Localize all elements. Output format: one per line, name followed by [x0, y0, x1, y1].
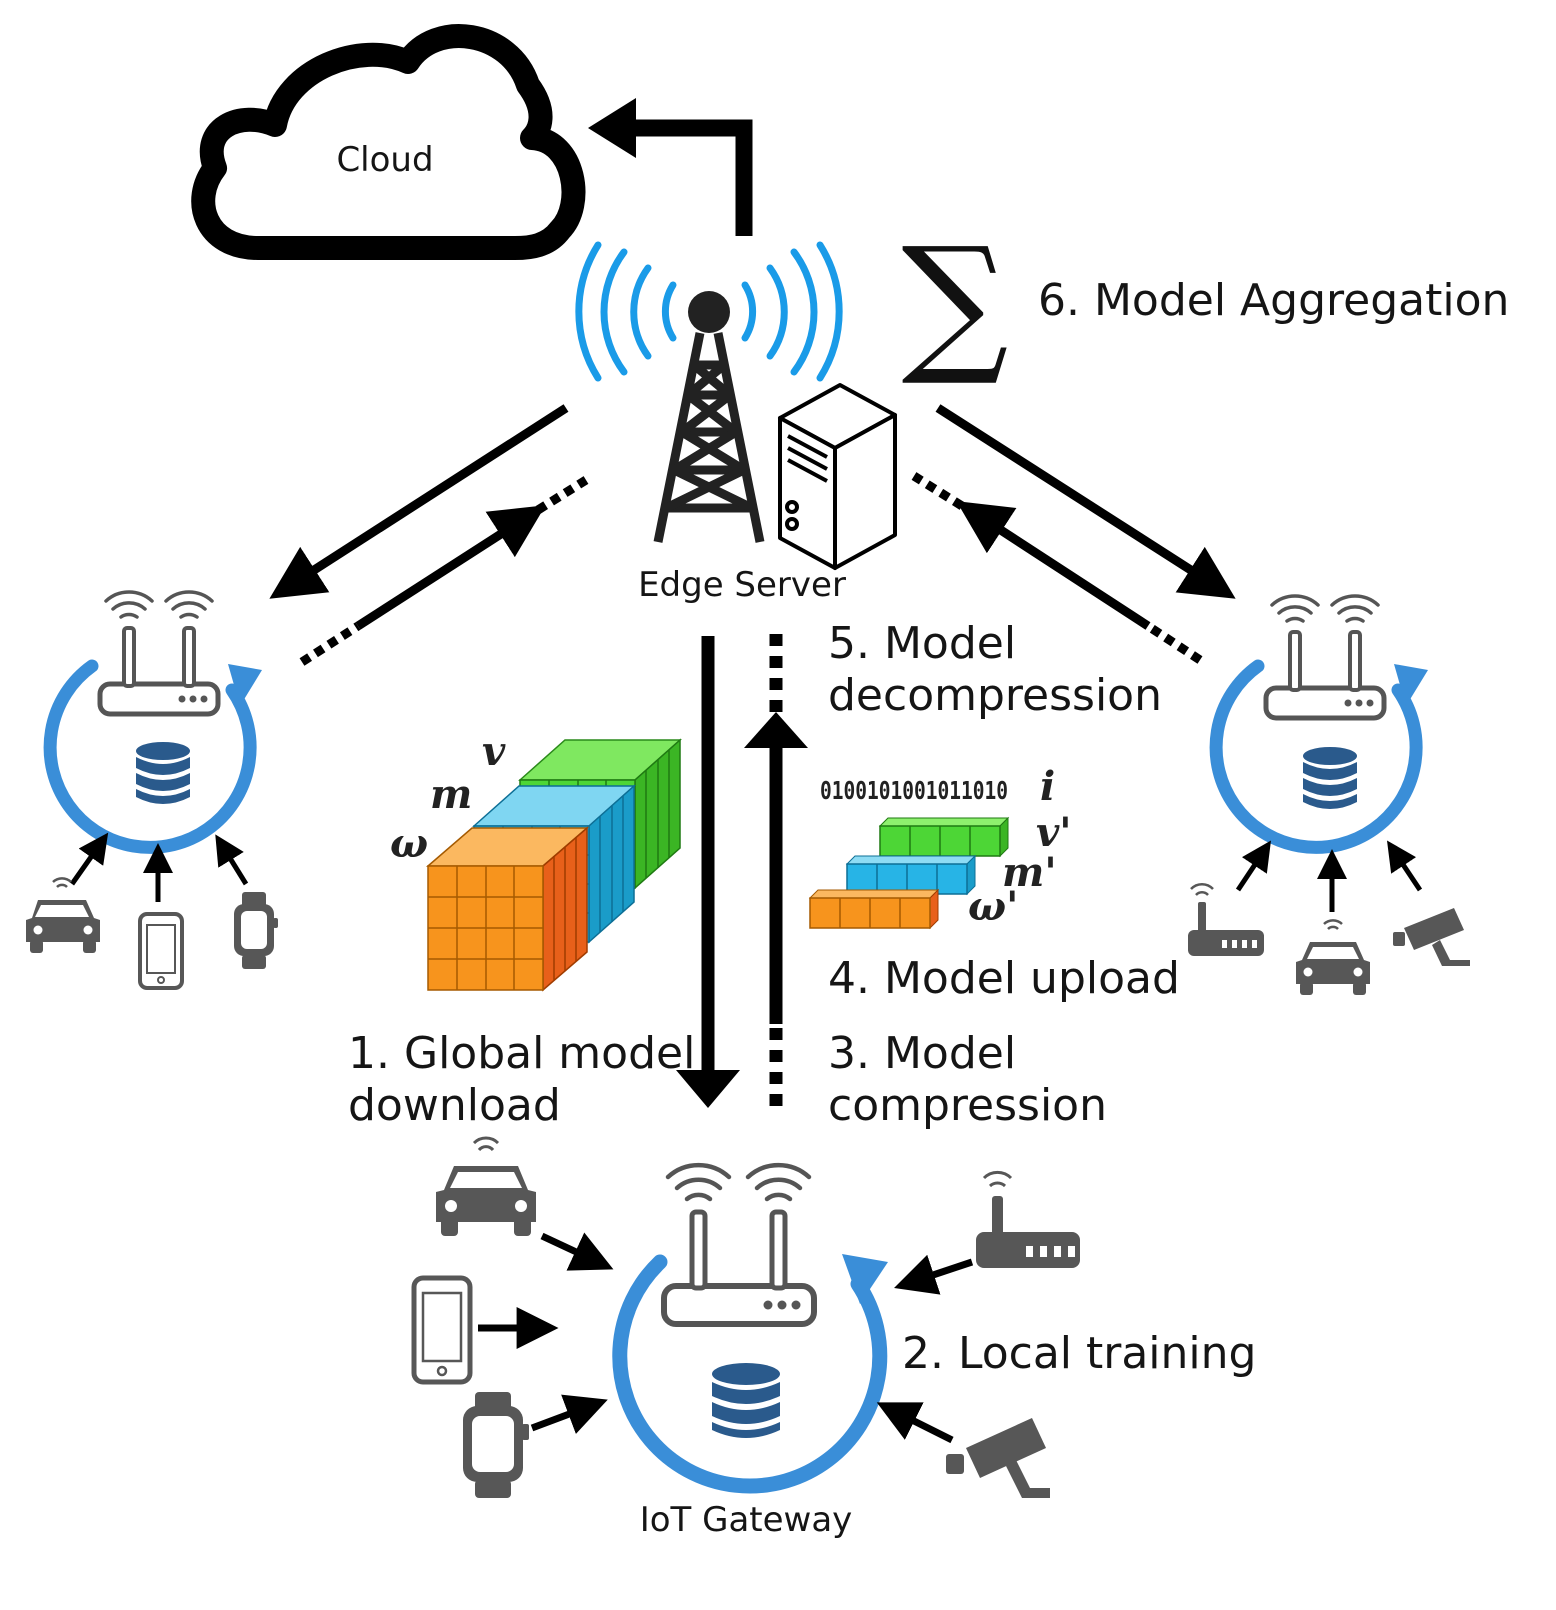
- right-upload-arrow: [911, 472, 1203, 664]
- left-training-loop-icon: [43, 659, 262, 854]
- compressed-w-label: ω': [968, 883, 1018, 930]
- step-3-line1: 3. Model: [828, 1028, 1016, 1079]
- left-database-icon: [136, 742, 190, 804]
- bottom-router-icon: [661, 1162, 817, 1327]
- compressed-v-label: v': [1036, 809, 1072, 856]
- step-4-model-upload: 4. Model upload: [828, 953, 1180, 1004]
- compressed-i-label: i: [1040, 763, 1055, 810]
- compressed-model: 0100101001011010 i v' m' ω': [808, 763, 1072, 930]
- bottom-phone-icon: [411, 1275, 473, 1385]
- model-upload-arrow: [744, 634, 808, 1106]
- left-download-arrow: [269, 404, 569, 599]
- bottom-modem-icon: [976, 1170, 1080, 1268]
- bottom-watch-icon: [463, 1392, 529, 1498]
- tensor-w-label: ω: [390, 820, 428, 867]
- step-6-model-aggregation: 6. Model Aggregation: [1038, 275, 1509, 326]
- step-1-line2: download: [348, 1080, 561, 1131]
- bottom-car-icon: [436, 1136, 536, 1236]
- right-download-arrow: [935, 404, 1236, 599]
- compressed-w-bar: [808, 888, 940, 930]
- compressed-v-bar: [878, 816, 1010, 858]
- compressed-m-bar: [845, 854, 977, 896]
- cloud-icon: [191, 24, 586, 260]
- right-training-loop-icon: [1209, 659, 1428, 854]
- aggregation-sigma-icon: ∑: [901, 216, 1008, 390]
- left-watch-icon: [234, 892, 278, 969]
- right-camera-icon: [1393, 908, 1470, 966]
- model-tensors: v m ω: [390, 728, 682, 992]
- bottom-camera-icon: [946, 1418, 1050, 1498]
- tensor-v-label: v: [482, 728, 506, 775]
- bitstream-text: 0100101001011010: [820, 776, 1008, 805]
- tensor-m-label: m: [430, 771, 472, 818]
- step-5-line1: 5. Model: [828, 618, 1016, 669]
- left-gateway: [26, 590, 278, 990]
- global-download-arrow: [676, 636, 740, 1108]
- tensor-w: [425, 826, 590, 992]
- step-2-local-training: 2. Local training: [902, 1328, 1256, 1379]
- step-5-line2: decompression: [828, 670, 1162, 721]
- step-1-line1: 1. Global model: [348, 1028, 695, 1079]
- left-phone-icon: [138, 912, 184, 990]
- bottom-gateway: IoT Gateway: [411, 1136, 1080, 1540]
- bottom-database-icon: [712, 1363, 780, 1438]
- right-modem-icon: [1188, 882, 1264, 956]
- iot-gateway-label: IoT Gateway: [640, 1500, 853, 1540]
- bottom-training-loop-icon: [612, 1254, 888, 1494]
- right-database-icon: [1303, 747, 1357, 809]
- edge-to-cloud-arrow: [588, 98, 753, 236]
- left-router-icon: [97, 590, 221, 717]
- server-icon: [778, 383, 897, 570]
- right-gateway: [1188, 594, 1470, 995]
- step-3-line2: compression: [828, 1080, 1107, 1131]
- right-car-icon: [1296, 919, 1370, 995]
- edge-server-label: Edge Server: [638, 565, 846, 605]
- compressed-m-label: m': [1002, 849, 1057, 896]
- right-router-icon: [1263, 594, 1387, 721]
- left-car-icon: [26, 877, 100, 953]
- cloud-label: Cloud: [336, 140, 433, 180]
- tower-icon: [575, 241, 843, 543]
- left-upload-arrow: [299, 476, 589, 666]
